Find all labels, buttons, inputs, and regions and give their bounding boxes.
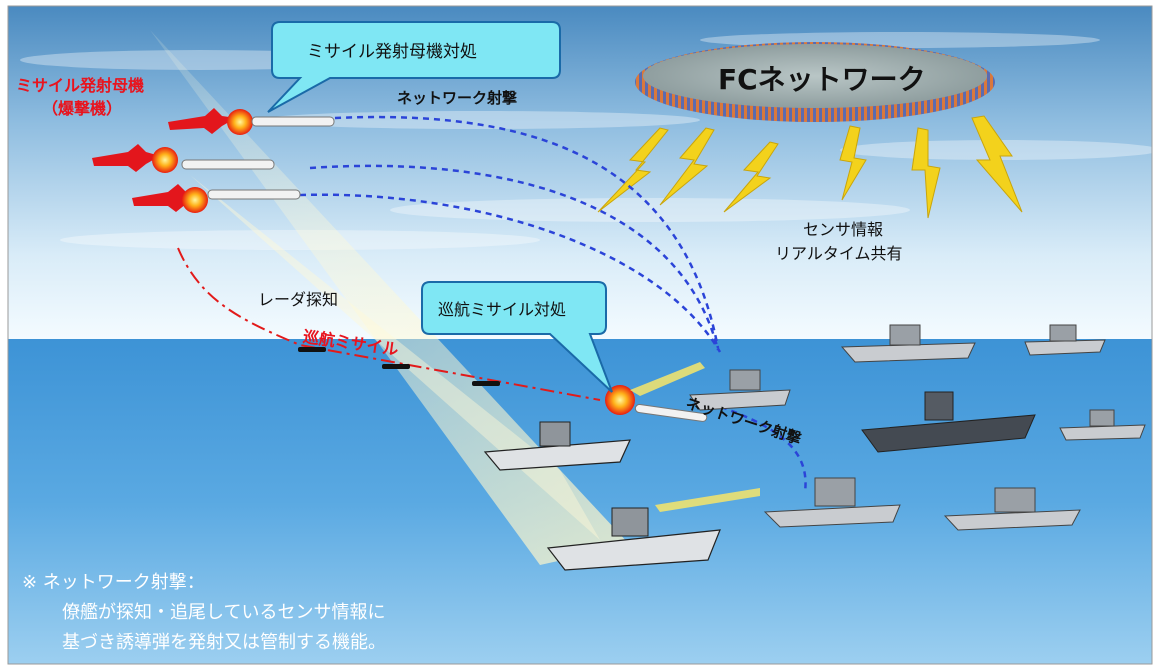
launcher-aircraft-label-2: （爆撃機） bbox=[42, 99, 123, 118]
note-line-1: ※ ネットワーク射撃： bbox=[22, 572, 205, 593]
callout-cruise-text: 巡航ミサイル対処 bbox=[438, 300, 567, 319]
lightning-bolts bbox=[597, 115, 1023, 219]
fc-network-label: FCネットワーク bbox=[718, 63, 926, 96]
callout-cruise-shape bbox=[421, 281, 613, 393]
sensor-info-label-2: リアルタイム共有 bbox=[775, 244, 903, 263]
network-fire-label-top: ネットワーク射撃 bbox=[397, 89, 518, 107]
diagram-frame bbox=[7, 5, 1153, 665]
sensor-info-label-1: センサ情報 bbox=[803, 220, 884, 239]
note-line-2: 僚艦が探知・追尾しているセンサ情報に bbox=[62, 602, 386, 623]
ships bbox=[483, 324, 1146, 571]
fc-network-oval bbox=[635, 42, 995, 122]
launcher-aircraft-label-1: ミサイル発射母機 bbox=[16, 76, 145, 95]
cruise-missiles bbox=[298, 347, 500, 386]
callout-launcher-text: ミサイル発射母機対処 bbox=[307, 42, 477, 62]
interceptor-streaks bbox=[630, 362, 760, 512]
callout-launcher-shape bbox=[267, 21, 561, 113]
launch-flashes bbox=[152, 109, 635, 415]
bomber-aircraft bbox=[92, 108, 236, 212]
note-line-3: 基づき誘導弾を発射又は管制する機能。 bbox=[62, 632, 386, 653]
air-launched-missiles bbox=[181, 116, 708, 422]
radar-beam-narrow bbox=[190, 175, 600, 540]
radar-detection-label: レーダ探知 bbox=[258, 290, 339, 309]
cruise-missile-path bbox=[177, 247, 601, 401]
